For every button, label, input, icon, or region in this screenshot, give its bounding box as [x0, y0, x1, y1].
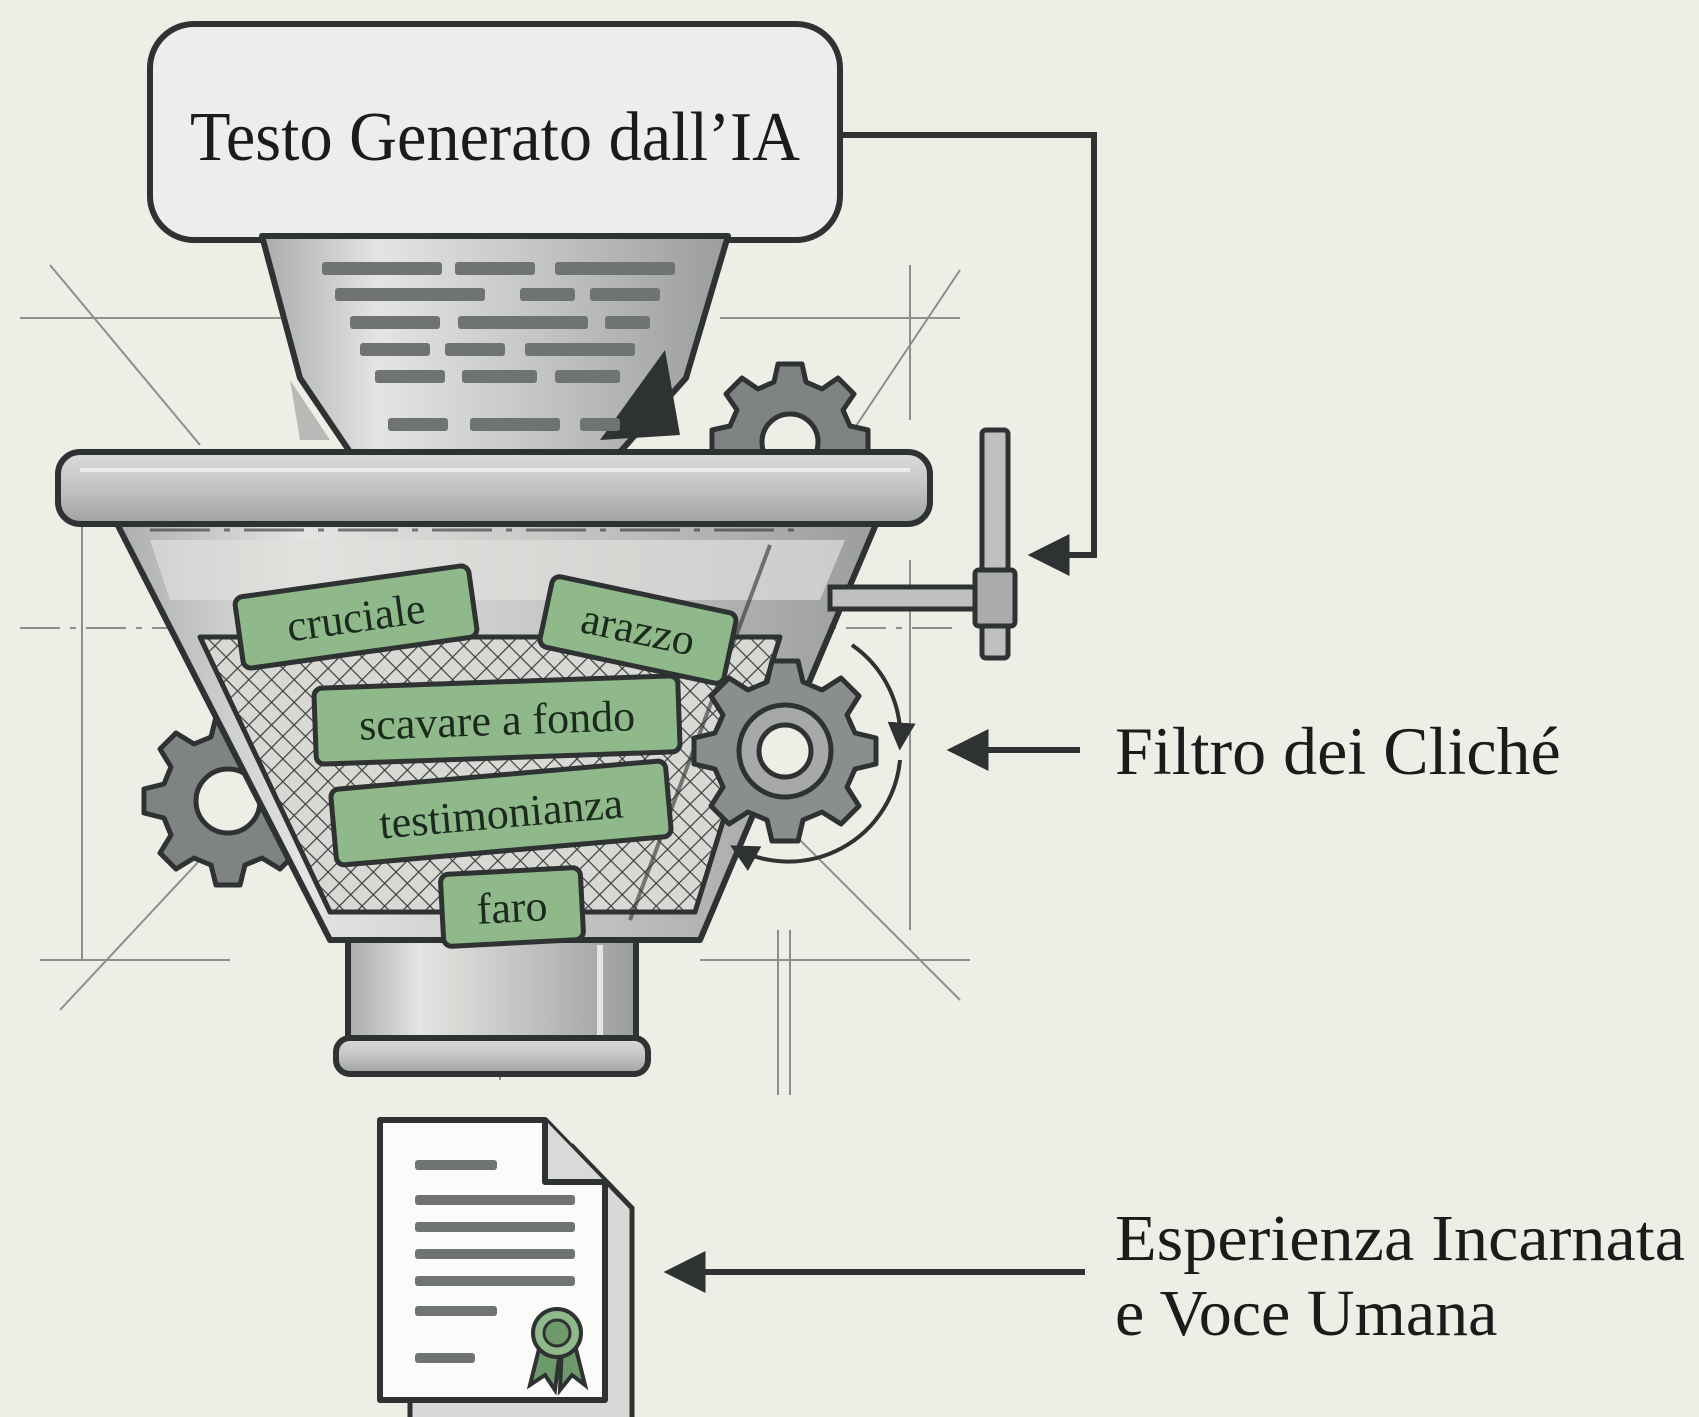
cliche-tag: faro — [438, 865, 586, 949]
cliche-tag: cruciale — [232, 563, 480, 671]
rotation-arrows — [730, 643, 916, 871]
funnel-spout — [333, 937, 651, 1077]
cliche-tag: scavare a fondo — [311, 673, 683, 767]
cliche-tag: arazzo — [537, 574, 739, 686]
funnel-rim — [55, 449, 933, 527]
output-label-line1: Esperienza Incarnata — [1115, 1202, 1685, 1275]
input-box-label: Testo Generato dall’IA — [190, 99, 800, 176]
text-lines-icon — [322, 262, 675, 431]
feedback-connector — [840, 132, 1097, 576]
output-callout: Esperienza Incarnata e Voce Umana — [663, 1202, 1685, 1350]
text-stream-neck — [259, 233, 731, 455]
filter-label: Filtro dei Cliché — [1115, 713, 1561, 789]
valve-icon — [827, 427, 1018, 661]
cliche-word: scavare a fondo — [358, 691, 636, 750]
seal-icon — [526, 1307, 589, 1397]
cliche-word: faro — [475, 881, 548, 934]
output-label-line2: e Voce Umana — [1115, 1277, 1497, 1350]
ai-text-input-box: Testo Generato dall’IA — [147, 21, 843, 243]
cliche-tag: testimonianza — [328, 758, 674, 868]
gear-icon — [691, 658, 879, 844]
document-icon — [377, 1117, 635, 1417]
cliche-tags: cruciale arazzo scavare a fondo testimon… — [232, 563, 739, 949]
filter-callout: Filtro dei Cliché — [946, 713, 1561, 789]
